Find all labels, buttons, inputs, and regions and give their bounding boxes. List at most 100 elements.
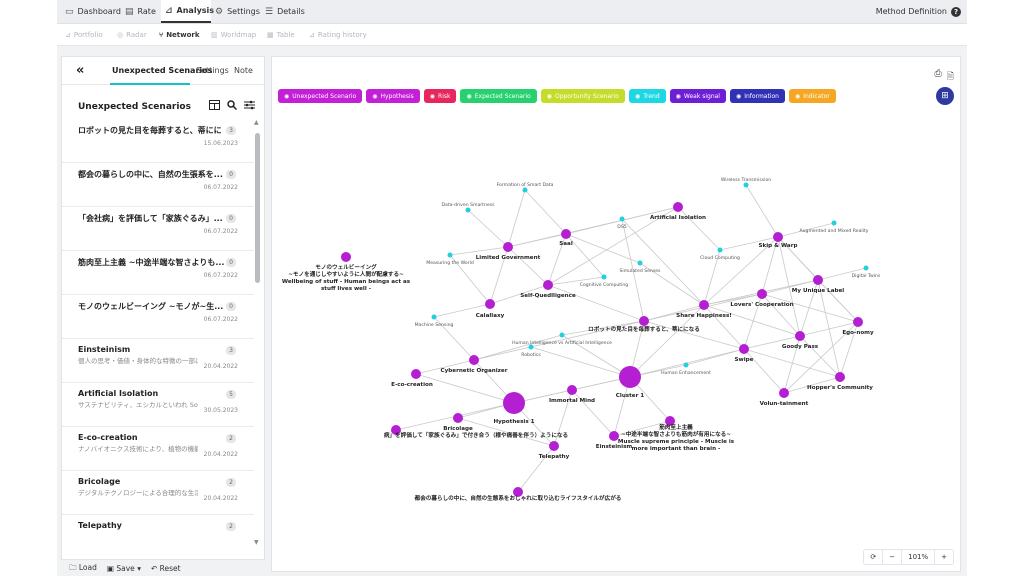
app-window: ▭Dashboard ▤Rate ⊿Analysis ⚙Settings ☰De… [57,0,967,576]
graph-node[interactable] [831,220,837,226]
list-item[interactable]: 都会の暮らしの中に、自然の生張系を... 0 06.07.2022 [62,163,254,207]
legend-chip[interactable]: ◉Risk [423,89,457,103]
legend-chip[interactable]: ◉Hypothesis [366,89,420,103]
graph-node[interactable] [543,280,553,290]
eye-icon: ◉ [372,92,378,100]
graph-node[interactable] [683,362,689,368]
legend-chip[interactable]: ◉Weak signal [669,89,726,103]
graph-node[interactable] [341,252,351,262]
graph-node[interactable] [503,392,525,414]
reset-button[interactable]: ↶ Reset [150,563,181,573]
legend-chip[interactable]: ◉Indicator [788,89,836,103]
tab-rate[interactable]: ▤Rate [125,6,156,17]
graph-node[interactable] [561,229,571,239]
graph-node[interactable] [549,441,559,451]
list-item[interactable]: Bricolage デジタルテクノロジーによる合理的な生活の中で「効率化」が生.… [62,471,254,515]
graph-node[interactable] [528,344,534,350]
tab-unexpected-scenarios[interactable]: Unexpected Scenarios [112,66,213,75]
graph-node[interactable] [601,274,607,280]
list-item[interactable]: 筋肉至上主義 ~中途半端な智さよりも... 0 06.07.2022 [62,251,254,295]
table-view-icon[interactable] [209,100,220,110]
method-definition-link[interactable]: Method Definition? [876,0,961,23]
graph-node[interactable] [522,187,528,193]
graph-node[interactable] [813,275,823,285]
subtab-rating-history[interactable]: ⊿Rating history [309,30,367,39]
graph-node[interactable] [485,299,495,309]
graph-node[interactable] [853,317,863,327]
search-icon[interactable] [227,100,237,110]
scroll-up-icon[interactable]: ▲ [254,119,259,126]
graph-node[interactable] [835,372,845,382]
graph-node[interactable] [743,182,749,188]
list-item[interactable]: モノのウェルビーイング ~モノが~生... 0 06.07.2022 [62,295,254,339]
tab-sidebar-settings[interactable]: Settings [196,66,229,75]
graph-node[interactable] [673,202,683,212]
load-button[interactable]: 🗀 Load [69,562,97,572]
map-icon[interactable]: ⊞ [936,87,954,105]
graph-node[interactable] [619,366,641,388]
scroll-down-icon[interactable]: ▼ [254,539,259,546]
graph-node[interactable] [391,425,401,435]
graph-node[interactable] [779,388,789,398]
graph-node[interactable] [469,355,479,365]
graph-node[interactable] [699,300,709,310]
subtab-worldmap[interactable]: ▥Worldmap [211,30,257,39]
zoom-in-button[interactable]: + [941,553,947,561]
zoom-controls: ⟳ − 101% + [863,549,954,565]
graph-node[interactable] [513,487,523,497]
tab-dashboard[interactable]: ▭Dashboard [65,6,121,17]
graph-node[interactable] [717,247,723,253]
filter-icon[interactable] [244,100,255,110]
tab-details[interactable]: ☰Details [265,6,305,17]
collapse-sidebar-icon[interactable]: « [76,63,85,78]
print-icon[interactable]: ⎙ [934,69,942,79]
list-item[interactable]: Einsteinism 個人の思考・価値・身体的な特徴の一部は、これまでハンディ… [62,339,254,383]
graph-node[interactable] [503,242,513,252]
subtab-portfolio[interactable]: ⊿Portfolio [65,30,103,39]
subtab-network[interactable]: ⑂Network [159,30,200,39]
list-item[interactable]: ロボットの見た目を毎葬すると、蒂にに 3 15.06.2023 [62,119,254,163]
subtab-radar[interactable]: ◎Radar [117,30,147,39]
list-item[interactable]: 「会社病」を評価して「家族ぐるみ」... 0 06.07.2022 [62,207,254,251]
scrollbar-thumb[interactable] [255,133,260,283]
graph-node[interactable] [619,216,625,222]
tab-analysis[interactable]: ⊿Analysis [161,0,214,23]
legend-chip[interactable]: ◉Information [729,89,785,103]
graph-node[interactable] [739,344,749,354]
tab-note[interactable]: Note [234,66,253,75]
graph-node[interactable] [795,331,805,341]
list-item[interactable]: Artificial Isolation サステナビリティ、エシカルといわれ S… [62,383,254,427]
list-item[interactable]: E-co-creation ナノバイオニクス技術により、植物の機能改変や生物のド… [62,427,254,471]
graph-node[interactable] [447,252,453,258]
graph-node[interactable] [559,332,565,338]
graph-node[interactable] [757,289,767,299]
tab-settings[interactable]: ⚙Settings [215,6,260,17]
graph-node[interactable] [637,260,643,266]
list-scrollbar[interactable]: ▲ ▼ [254,119,260,549]
export-icon[interactable]: 🗎 [946,72,954,82]
graph-node[interactable] [431,314,437,320]
subtab-table[interactable]: ▦Table [267,30,295,39]
graph-node[interactable] [773,232,783,242]
graph-node-label: 都会の暮らしの中に、自然の生態系をおしゃれに取り込むライフスタイルが広がる [414,494,622,502]
graph-node[interactable] [639,316,649,326]
graph-node[interactable] [465,207,471,213]
graph-node[interactable] [863,265,869,271]
graph-edge [777,222,835,238]
legend-chip[interactable]: ◉Trend [628,89,666,103]
zoom-out-button[interactable]: − [883,550,903,564]
legend-chip[interactable]: ◉Opportunity Scenario [540,89,625,103]
graph-edge [565,233,641,264]
legend-chip[interactable]: ◉Unexpected Scenario [278,89,363,103]
save-button[interactable]: ▣ Save ▾ [106,563,141,573]
graph-node[interactable] [567,385,577,395]
graph-node[interactable] [453,413,463,423]
graph-edge [783,335,801,394]
refresh-icon[interactable]: ⟳ [864,550,884,564]
graph-node[interactable] [411,369,421,379]
graph-node[interactable] [665,416,675,426]
graph-node[interactable] [609,431,619,441]
list-item[interactable]: Telepathy 2 [62,515,254,547]
legend-chip[interactable]: ◉Expected Scenario [460,89,537,103]
